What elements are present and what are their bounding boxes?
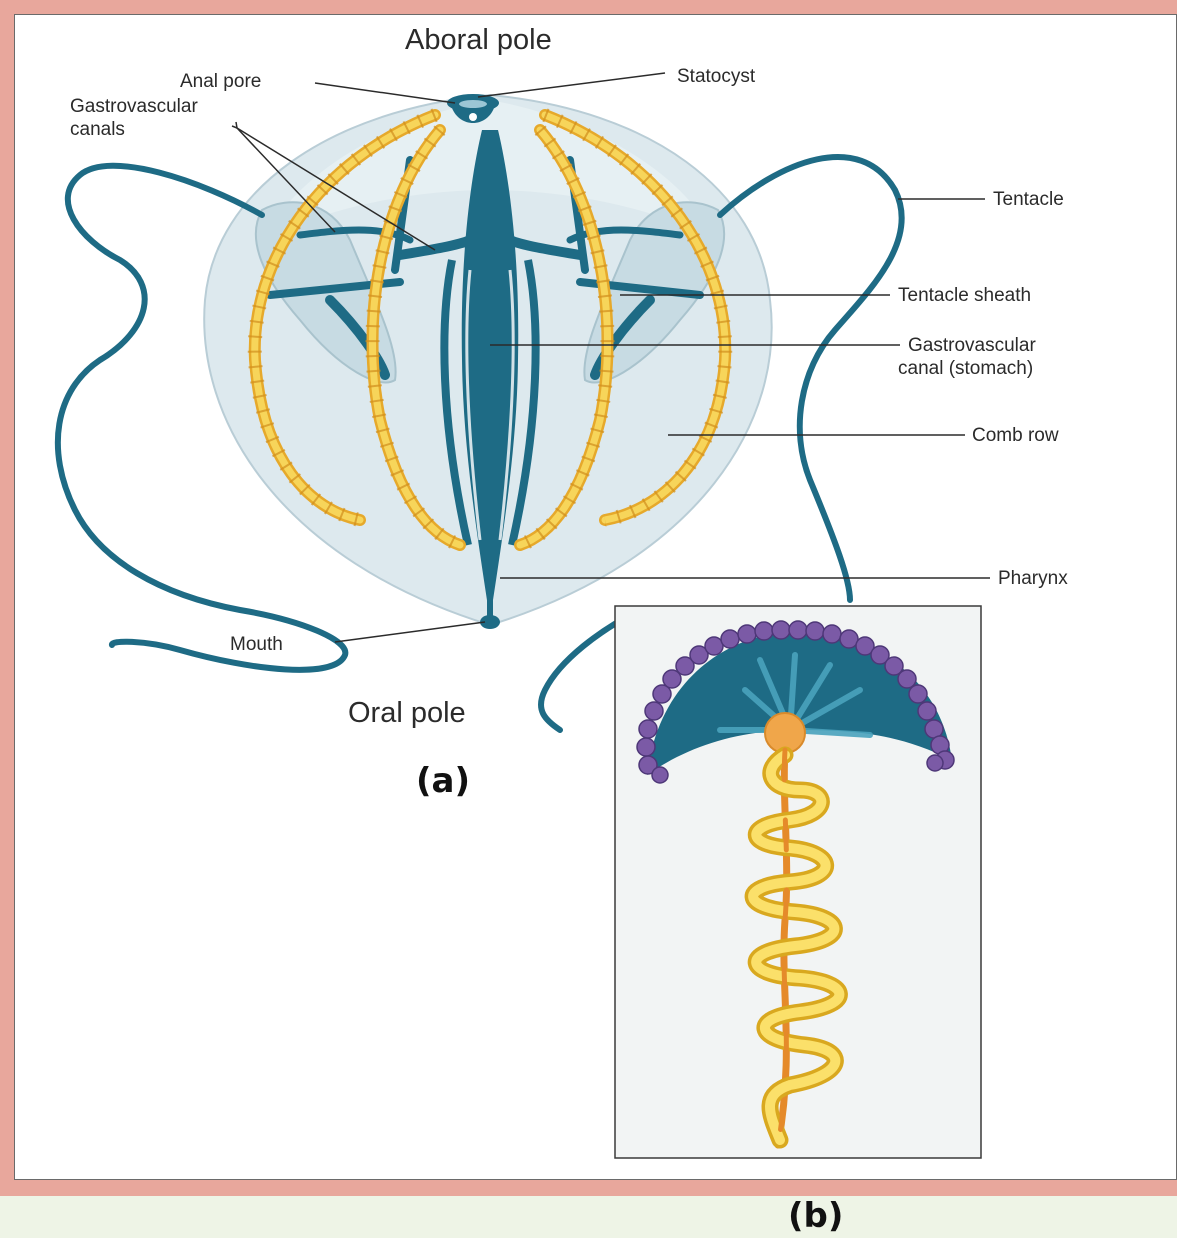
inset-b: [615, 606, 981, 1158]
panel-label-b: (b): [788, 1196, 843, 1236]
label-comb-row: Comb row: [972, 425, 1059, 446]
label-stomach-2: canal (stomach): [898, 358, 1033, 379]
label-anal-pore: Anal pore: [180, 71, 261, 92]
label-tentacle: Tentacle: [993, 189, 1064, 210]
label-aboral-pole: Aboral pole: [405, 24, 552, 56]
label-tentacle-sheath: Tentacle sheath: [898, 285, 1031, 306]
panel-label-a: (a): [416, 761, 470, 801]
label-stomach-1: Gastrovascular: [908, 335, 1036, 356]
label-mouth: Mouth: [230, 634, 283, 655]
label-statocyst: Statocyst: [677, 66, 756, 87]
label-pharynx: Pharynx: [998, 568, 1068, 589]
label-gastrovascular-canals-1: Gastrovascular: [70, 96, 198, 117]
label-gastrovascular-canals-2: canals: [70, 119, 125, 140]
label-oral-pole: Oral pole: [348, 697, 466, 729]
